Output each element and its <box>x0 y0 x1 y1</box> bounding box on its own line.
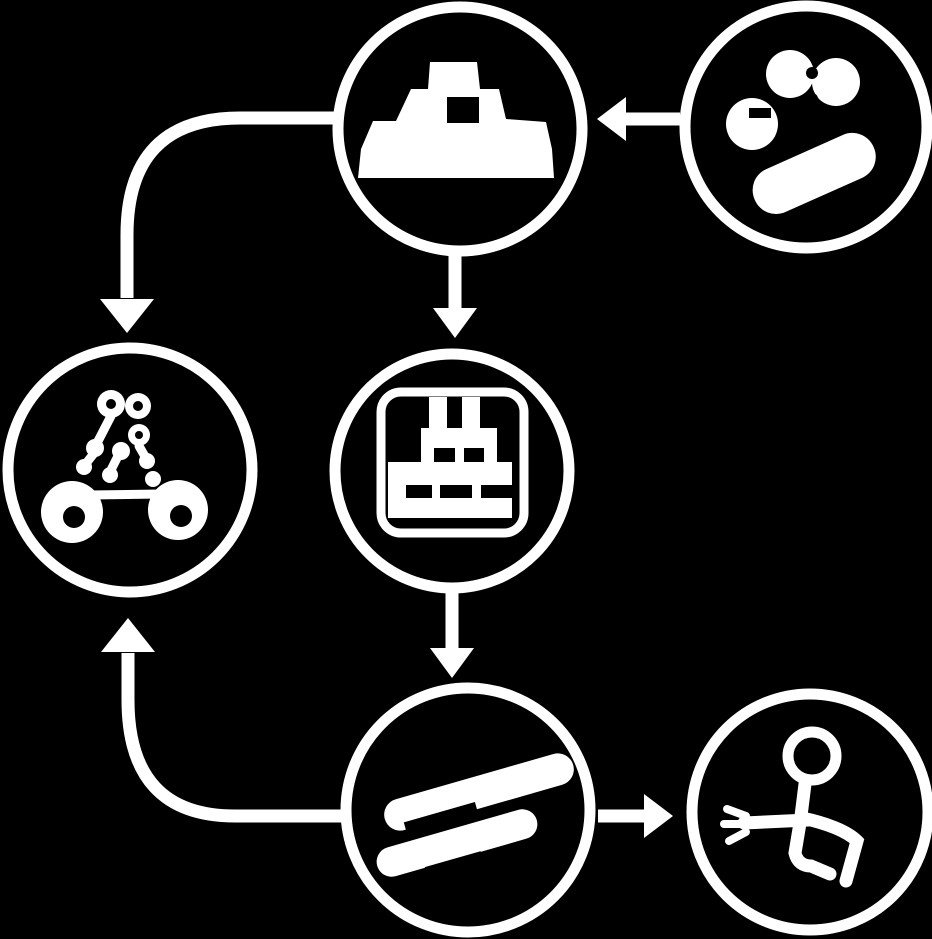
tablet <box>812 58 860 106</box>
arrow-machine-to-blister <box>430 591 474 678</box>
arrowhead-up <box>101 618 155 652</box>
cargo-ship-icon <box>358 62 554 178</box>
machine-base-slot <box>406 485 432 498</box>
machine-leg <box>484 448 497 463</box>
person-icon <box>720 726 865 888</box>
machine-column <box>462 397 480 431</box>
atom <box>145 471 161 487</box>
machine-crossbar <box>421 428 497 448</box>
arrow-curve <box>121 653 348 823</box>
node-blister <box>340 682 596 938</box>
node-circle <box>686 688 932 936</box>
arrowhead-down <box>433 308 477 338</box>
ship-notch <box>447 97 479 123</box>
arrow-blister-to-molecule-curved <box>101 618 348 823</box>
arrowhead-left <box>597 97 626 141</box>
node-circle <box>332 1 588 257</box>
atom <box>102 467 118 483</box>
arrowhead-down <box>100 299 154 333</box>
machine-leg <box>455 448 464 463</box>
person-front-leg <box>795 811 865 888</box>
atom <box>139 453 155 469</box>
bond <box>85 489 165 500</box>
arrow-curve <box>120 111 336 298</box>
node-circle <box>340 682 596 938</box>
strip-separator <box>424 851 484 878</box>
ring-atom-hole <box>63 506 85 528</box>
atom-hole <box>106 399 116 409</box>
tablet <box>726 98 778 150</box>
tablet-gap <box>749 108 771 118</box>
arrow-pills-to-ship <box>597 97 680 141</box>
person-back-leg <box>788 816 837 881</box>
person-head <box>782 726 842 786</box>
production-machine-icon <box>376 387 529 538</box>
node-pills <box>679 0 932 254</box>
atom-hole <box>133 401 143 411</box>
arrowhead-down <box>430 648 474 678</box>
person-torso <box>794 777 812 823</box>
atom <box>76 459 92 475</box>
atom <box>86 439 104 457</box>
person-finger <box>723 805 750 820</box>
machine-leg <box>421 448 434 463</box>
node-circle <box>679 0 932 254</box>
machine-base-slot <box>440 485 472 498</box>
node-ship <box>332 1 588 257</box>
arrow-ship-to-machine <box>433 254 477 338</box>
strip-separator <box>403 802 479 834</box>
arrow-blister-to-person <box>598 794 673 838</box>
node-molecule <box>2 342 258 598</box>
blister-strip <box>376 809 538 877</box>
tablet-gap <box>806 67 818 79</box>
machine-base-slot <box>481 485 512 498</box>
node-machine <box>329 348 575 594</box>
atom-hole <box>135 431 143 439</box>
node-person <box>686 688 932 936</box>
atom <box>112 442 130 460</box>
arrowhead-right <box>644 794 673 838</box>
capsule <box>752 132 876 214</box>
person-finger <box>725 828 750 845</box>
node-circle <box>329 348 575 594</box>
tablet <box>766 50 814 98</box>
arrow-ship-to-molecule-curved <box>100 111 336 333</box>
pills-and-capsule-icon <box>726 50 876 214</box>
node-circle <box>2 342 258 598</box>
blister-pack-icon <box>376 753 574 878</box>
machine-frame <box>376 387 529 538</box>
tablet-gap <box>806 93 818 105</box>
machine-column <box>429 397 447 431</box>
ring-atom-hole <box>170 505 192 527</box>
blister-strip <box>384 753 574 831</box>
molecule-icon <box>41 390 208 543</box>
